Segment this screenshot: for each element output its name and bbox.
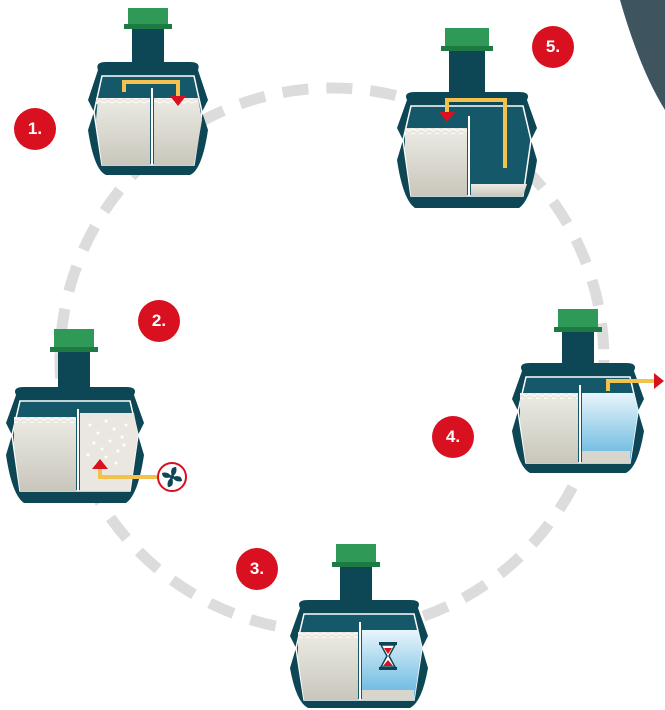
tank-cover	[336, 544, 376, 564]
tank-step-3	[290, 544, 428, 708]
tank-step-1	[88, 8, 208, 175]
step-badge-5: 5.	[532, 26, 574, 68]
tank-cover	[54, 329, 94, 349]
tank-cover	[558, 309, 598, 329]
tank-step-2	[6, 329, 186, 503]
corner-decoration	[620, 0, 665, 110]
tank-cover	[445, 28, 489, 48]
step-badge-3: 3.	[236, 548, 278, 590]
fan-icon	[158, 463, 186, 491]
step-badge-4: 4.	[432, 416, 474, 458]
right-arrow-icon	[654, 373, 664, 389]
tank-cover	[128, 8, 168, 26]
tank-step-4	[512, 309, 664, 473]
step-badge-1: 1.	[14, 108, 56, 150]
tank-step-5	[397, 28, 537, 208]
step-badge-2: 2.	[138, 300, 180, 342]
